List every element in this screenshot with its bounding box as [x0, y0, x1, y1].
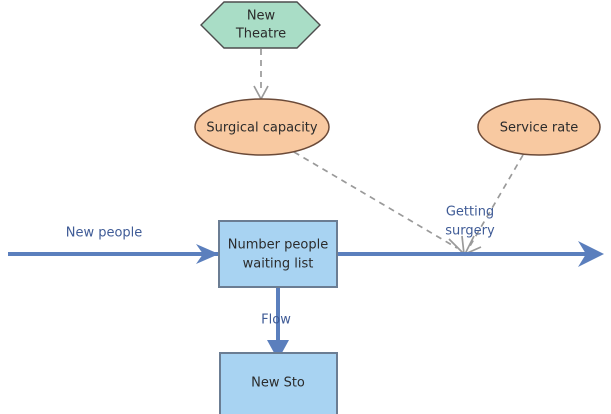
flow-label-flow: Flow — [261, 313, 291, 328]
node-new-theatre-label-line2: Theatre — [235, 27, 286, 42]
ellipse-shape[interactable] — [194, 98, 330, 156]
flow-pipe-vertical — [267, 288, 289, 360]
node-number-people-waiting-list-label-line2: waiting list — [243, 257, 314, 272]
stock-box-shape[interactable] — [218, 220, 338, 288]
node-new-theatre-label-line1: New — [247, 9, 276, 24]
hexagon-shape[interactable] — [200, 1, 321, 49]
node-number-people-waiting-list[interactable]: Number people waiting list — [218, 220, 338, 288]
flow-label-new-people: New people — [66, 226, 143, 241]
flow-label-getting-surgery-line1: Getting — [446, 205, 494, 220]
arrowhead-into-new-sto — [267, 340, 289, 360]
node-new-sto-label: New Sto — [251, 376, 305, 391]
arrowhead-outflow-end — [578, 241, 604, 267]
node-surgical-capacity[interactable]: Surgical capacity — [194, 98, 330, 156]
link-new-theatre-to-surgical-capacity — [253, 49, 269, 101]
stock-box-shape[interactable] — [219, 352, 338, 414]
node-new-theatre[interactable]: New Theatre — [200, 1, 321, 49]
node-service-rate-label: Service rate — [500, 121, 579, 136]
flow-label-getting-surgery-line2: surgery — [445, 224, 495, 239]
ellipse-shape[interactable] — [477, 98, 601, 156]
node-surgical-capacity-label: Surgical capacity — [206, 121, 318, 136]
arrowhead-into-stock — [196, 244, 219, 264]
node-number-people-waiting-list-label-line1: Number people — [228, 238, 328, 253]
node-service-rate[interactable]: Service rate — [477, 98, 601, 156]
node-new-sto[interactable]: New Sto — [219, 352, 338, 414]
